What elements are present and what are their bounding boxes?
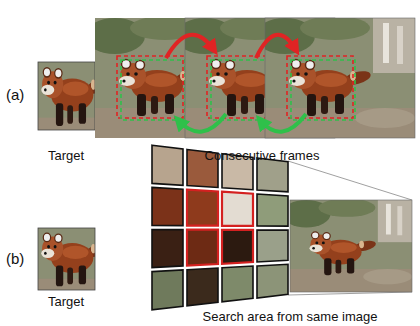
leader-line (288, 161, 412, 200)
patch (187, 268, 218, 306)
patch (187, 230, 218, 266)
panel-label: (b) (6, 250, 24, 267)
track-box (287, 56, 353, 118)
backward-arrow (178, 114, 226, 132)
patch (187, 190, 218, 226)
patch (222, 192, 253, 226)
leader-line (288, 292, 412, 295)
patch (222, 266, 253, 302)
patch (152, 270, 183, 310)
patch (257, 230, 288, 262)
image-caption: Target (48, 148, 84, 163)
track-box (291, 60, 355, 120)
patch (152, 187, 183, 225)
track-box (207, 56, 273, 118)
forward-arrow (166, 35, 214, 58)
backward-arrow (260, 114, 306, 132)
image-border (38, 62, 95, 130)
video-frame (255, 16, 415, 138)
patch (257, 264, 288, 298)
forward-arrow (256, 35, 296, 58)
image-border (38, 228, 95, 290)
image-caption: Search area from same image (203, 309, 378, 324)
track-box (121, 60, 185, 120)
track-box (117, 56, 183, 118)
positive-patches (187, 190, 253, 266)
patch (152, 230, 183, 268)
target-image (14, 194, 144, 307)
patch (222, 230, 253, 264)
patch (257, 194, 288, 226)
image-caption: Consecutive frames (205, 148, 320, 163)
image-border (290, 200, 412, 292)
image-border (265, 18, 415, 138)
patch-grid (152, 145, 288, 310)
patch (152, 145, 183, 185)
patch (257, 158, 288, 192)
panel-label: (a) (6, 86, 24, 103)
image-caption: Target (48, 294, 84, 309)
search-image (282, 198, 412, 292)
